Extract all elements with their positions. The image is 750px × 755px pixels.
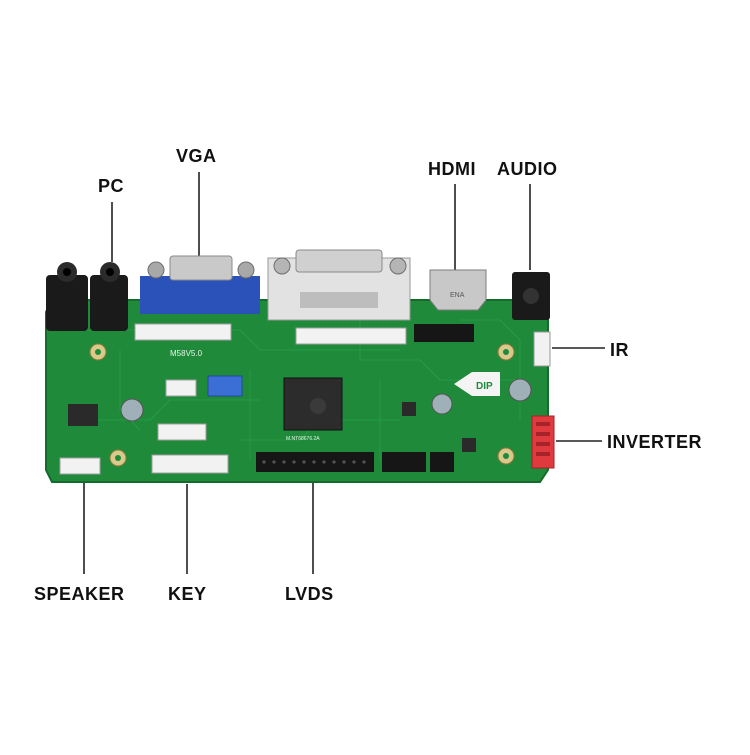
key-connector (151, 454, 229, 474)
vga-connector-body (140, 276, 260, 314)
dip-marking-arrow (454, 372, 500, 396)
lvds-label: LVDS (285, 584, 334, 604)
audio-jack-right (90, 275, 128, 331)
leader-lines (83, 172, 605, 574)
pc-label: PC (98, 176, 125, 196)
vga-connector-shell (169, 255, 233, 281)
inverter-label: INVERTER (607, 432, 703, 452)
capacitor-3 (508, 378, 532, 402)
audio-jack-left (46, 275, 88, 331)
key-label: KEY (168, 584, 207, 604)
vga-label: VGA (176, 146, 217, 166)
mounting-holes (89, 343, 515, 467)
vga-connector (140, 255, 260, 314)
ir-connector (533, 331, 551, 367)
hdmi-marking: ENA (450, 292, 465, 299)
hdmi-label: HDMI (428, 159, 476, 179)
vga-screw-right (237, 261, 255, 279)
vga-screw-left (147, 261, 165, 279)
header-small-2 (157, 423, 207, 441)
capacitor-2 (431, 393, 453, 415)
header-small-1 (165, 379, 197, 397)
hdmi-connector: ENA (429, 269, 487, 311)
speaker-connector (59, 457, 101, 475)
hdmi-connector-body (429, 269, 487, 311)
ic-small-1 (68, 404, 98, 426)
speaker-label: SPEAKER (34, 584, 125, 604)
ir-label: IR (610, 340, 629, 360)
capacitor-1 (120, 398, 144, 422)
pc-audio-jacks (46, 262, 128, 331)
header-top-left (134, 323, 232, 341)
blue-header (207, 375, 243, 397)
pin-header-1 (382, 452, 426, 472)
header-top-center (295, 327, 407, 345)
power-barrel-jack (512, 272, 550, 320)
dvi-connector (267, 249, 411, 321)
dvi-connector-shell (295, 249, 383, 273)
pin-header-top (414, 324, 474, 342)
dip-marking: DIP (476, 381, 493, 392)
version-marking: M58V5.0 (170, 349, 203, 358)
model-marking: M.NT68676.2A (286, 436, 320, 442)
audio-label: AUDIO (497, 159, 558, 179)
pin-header-2 (430, 452, 454, 472)
